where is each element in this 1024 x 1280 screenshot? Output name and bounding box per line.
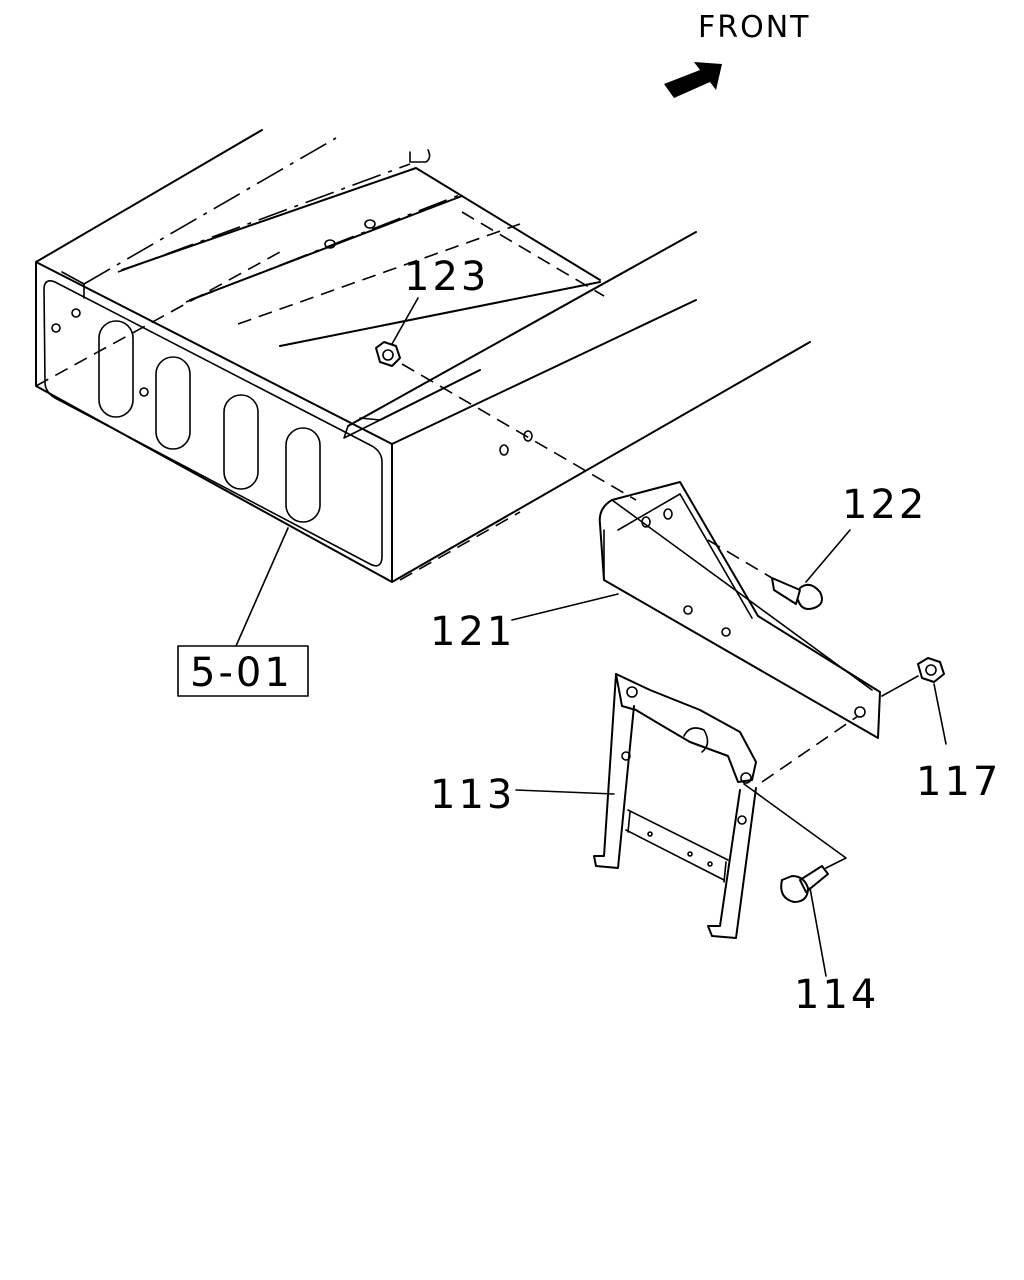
bracket-121: 121 [430, 481, 881, 739]
slot [223, 394, 259, 490]
nut-123: 123 [375, 254, 637, 501]
callout-113: 113 [430, 772, 515, 818]
slot [98, 320, 134, 418]
reference-label: 5-01 [190, 650, 293, 696]
slot [155, 356, 191, 450]
reference-box [177, 645, 309, 697]
callout-122: 122 [842, 482, 927, 528]
front-arrow-icon [664, 62, 722, 98]
front-indicator: FRONT [664, 10, 810, 98]
callout-114: 114 [794, 972, 879, 1018]
nut-117: 117 [881, 657, 1001, 805]
front-label: FRONT [698, 10, 810, 45]
callout-123: 123 [404, 254, 489, 300]
bolt-114: 114 [743, 783, 879, 1018]
slot [285, 427, 321, 523]
step-113: 113 [430, 673, 859, 939]
bolt-122: 122 [707, 482, 927, 610]
reference-5-01: 5-01 [177, 527, 309, 697]
frame-crossmember [35, 129, 811, 583]
callout-121: 121 [430, 609, 515, 655]
callout-117: 117 [916, 759, 1001, 805]
